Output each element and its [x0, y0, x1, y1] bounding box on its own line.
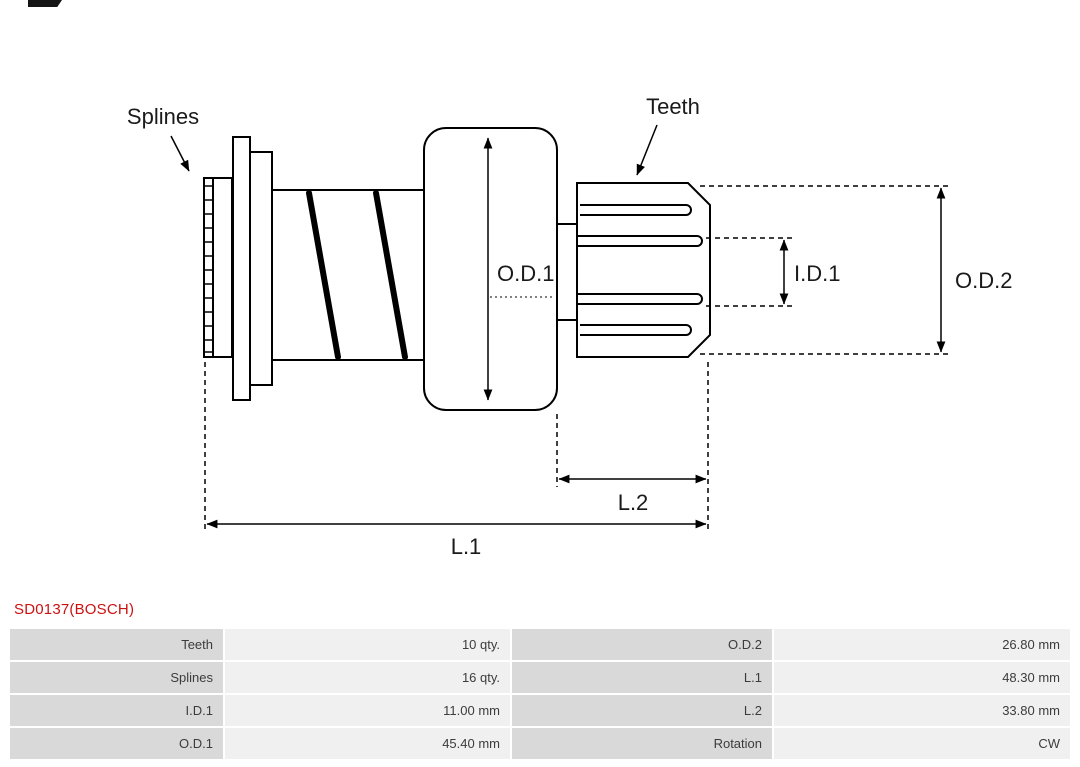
spec-cell-label: I.D.1 [10, 695, 223, 726]
label-od1: O.D.1 [497, 261, 554, 286]
dimension-od1: O.D.1 [483, 137, 555, 401]
spec-cell-label: O.D.2 [512, 629, 772, 660]
spec-row: O.D.1 45.40 mm Rotation CW [10, 728, 1070, 759]
dimension-l1: L.1 [204, 362, 707, 559]
label-splines: Splines [127, 104, 199, 129]
spec-cell-label: Teeth [10, 629, 223, 660]
product-code: SD0137(BOSCH) [14, 601, 135, 618]
dimension-l2: L.2 [556, 362, 709, 532]
technical-drawing: Splines Teeth O.D.1 O.D.2 I.D.1 [127, 94, 1013, 559]
label-teeth: Teeth [646, 94, 700, 119]
splined-hub [203, 177, 233, 358]
spec-cell-value: 45.40 mm [225, 728, 510, 759]
spec-cell-value: 33.80 mm [774, 695, 1070, 726]
flange-disc [232, 136, 251, 401]
drive-part-outline [203, 127, 711, 411]
collar [249, 151, 273, 386]
gear-teeth-slots [578, 204, 703, 336]
label-l1: L.1 [451, 534, 482, 559]
dimension-od2: O.D.2 [700, 185, 1012, 355]
clutch-body [423, 127, 558, 411]
spec-cell-value: 48.30 mm [774, 662, 1070, 693]
spec-cell-value: 11.00 mm [225, 695, 510, 726]
spline-ticks [204, 185, 213, 353]
spec-cell-label: L.2 [512, 695, 772, 726]
spec-cell-label: Splines [10, 662, 223, 693]
spec-cell-value: CW [774, 728, 1070, 759]
spec-cell-value: 26.80 mm [774, 629, 1070, 660]
label-l2: L.2 [618, 490, 649, 515]
logo-fragment [28, 0, 62, 7]
spec-row: Splines 16 qty. L.1 48.30 mm [10, 662, 1070, 693]
spec-cell-label: L.1 [512, 662, 772, 693]
label-od2: O.D.2 [955, 268, 1012, 293]
spec-row: I.D.1 11.00 mm L.2 33.80 mm [10, 695, 1070, 726]
callout-splines: Splines [127, 104, 199, 172]
spec-cell-label: O.D.1 [10, 728, 223, 759]
pinion-gear [576, 182, 711, 358]
spec-cell-value: 10 qty. [225, 629, 510, 660]
dimension-id1: I.D.1 [706, 237, 840, 307]
spring [306, 190, 408, 360]
label-id1: I.D.1 [794, 261, 840, 286]
spec-cell-value: 16 qty. [225, 662, 510, 693]
spec-cell-label: Rotation [512, 728, 772, 759]
spec-row: Teeth 10 qty. O.D.2 26.80 mm [10, 629, 1070, 660]
callout-teeth: Teeth [636, 94, 700, 176]
spec-table: Teeth 10 qty. O.D.2 26.80 mm Splines 16 … [8, 627, 1072, 761]
